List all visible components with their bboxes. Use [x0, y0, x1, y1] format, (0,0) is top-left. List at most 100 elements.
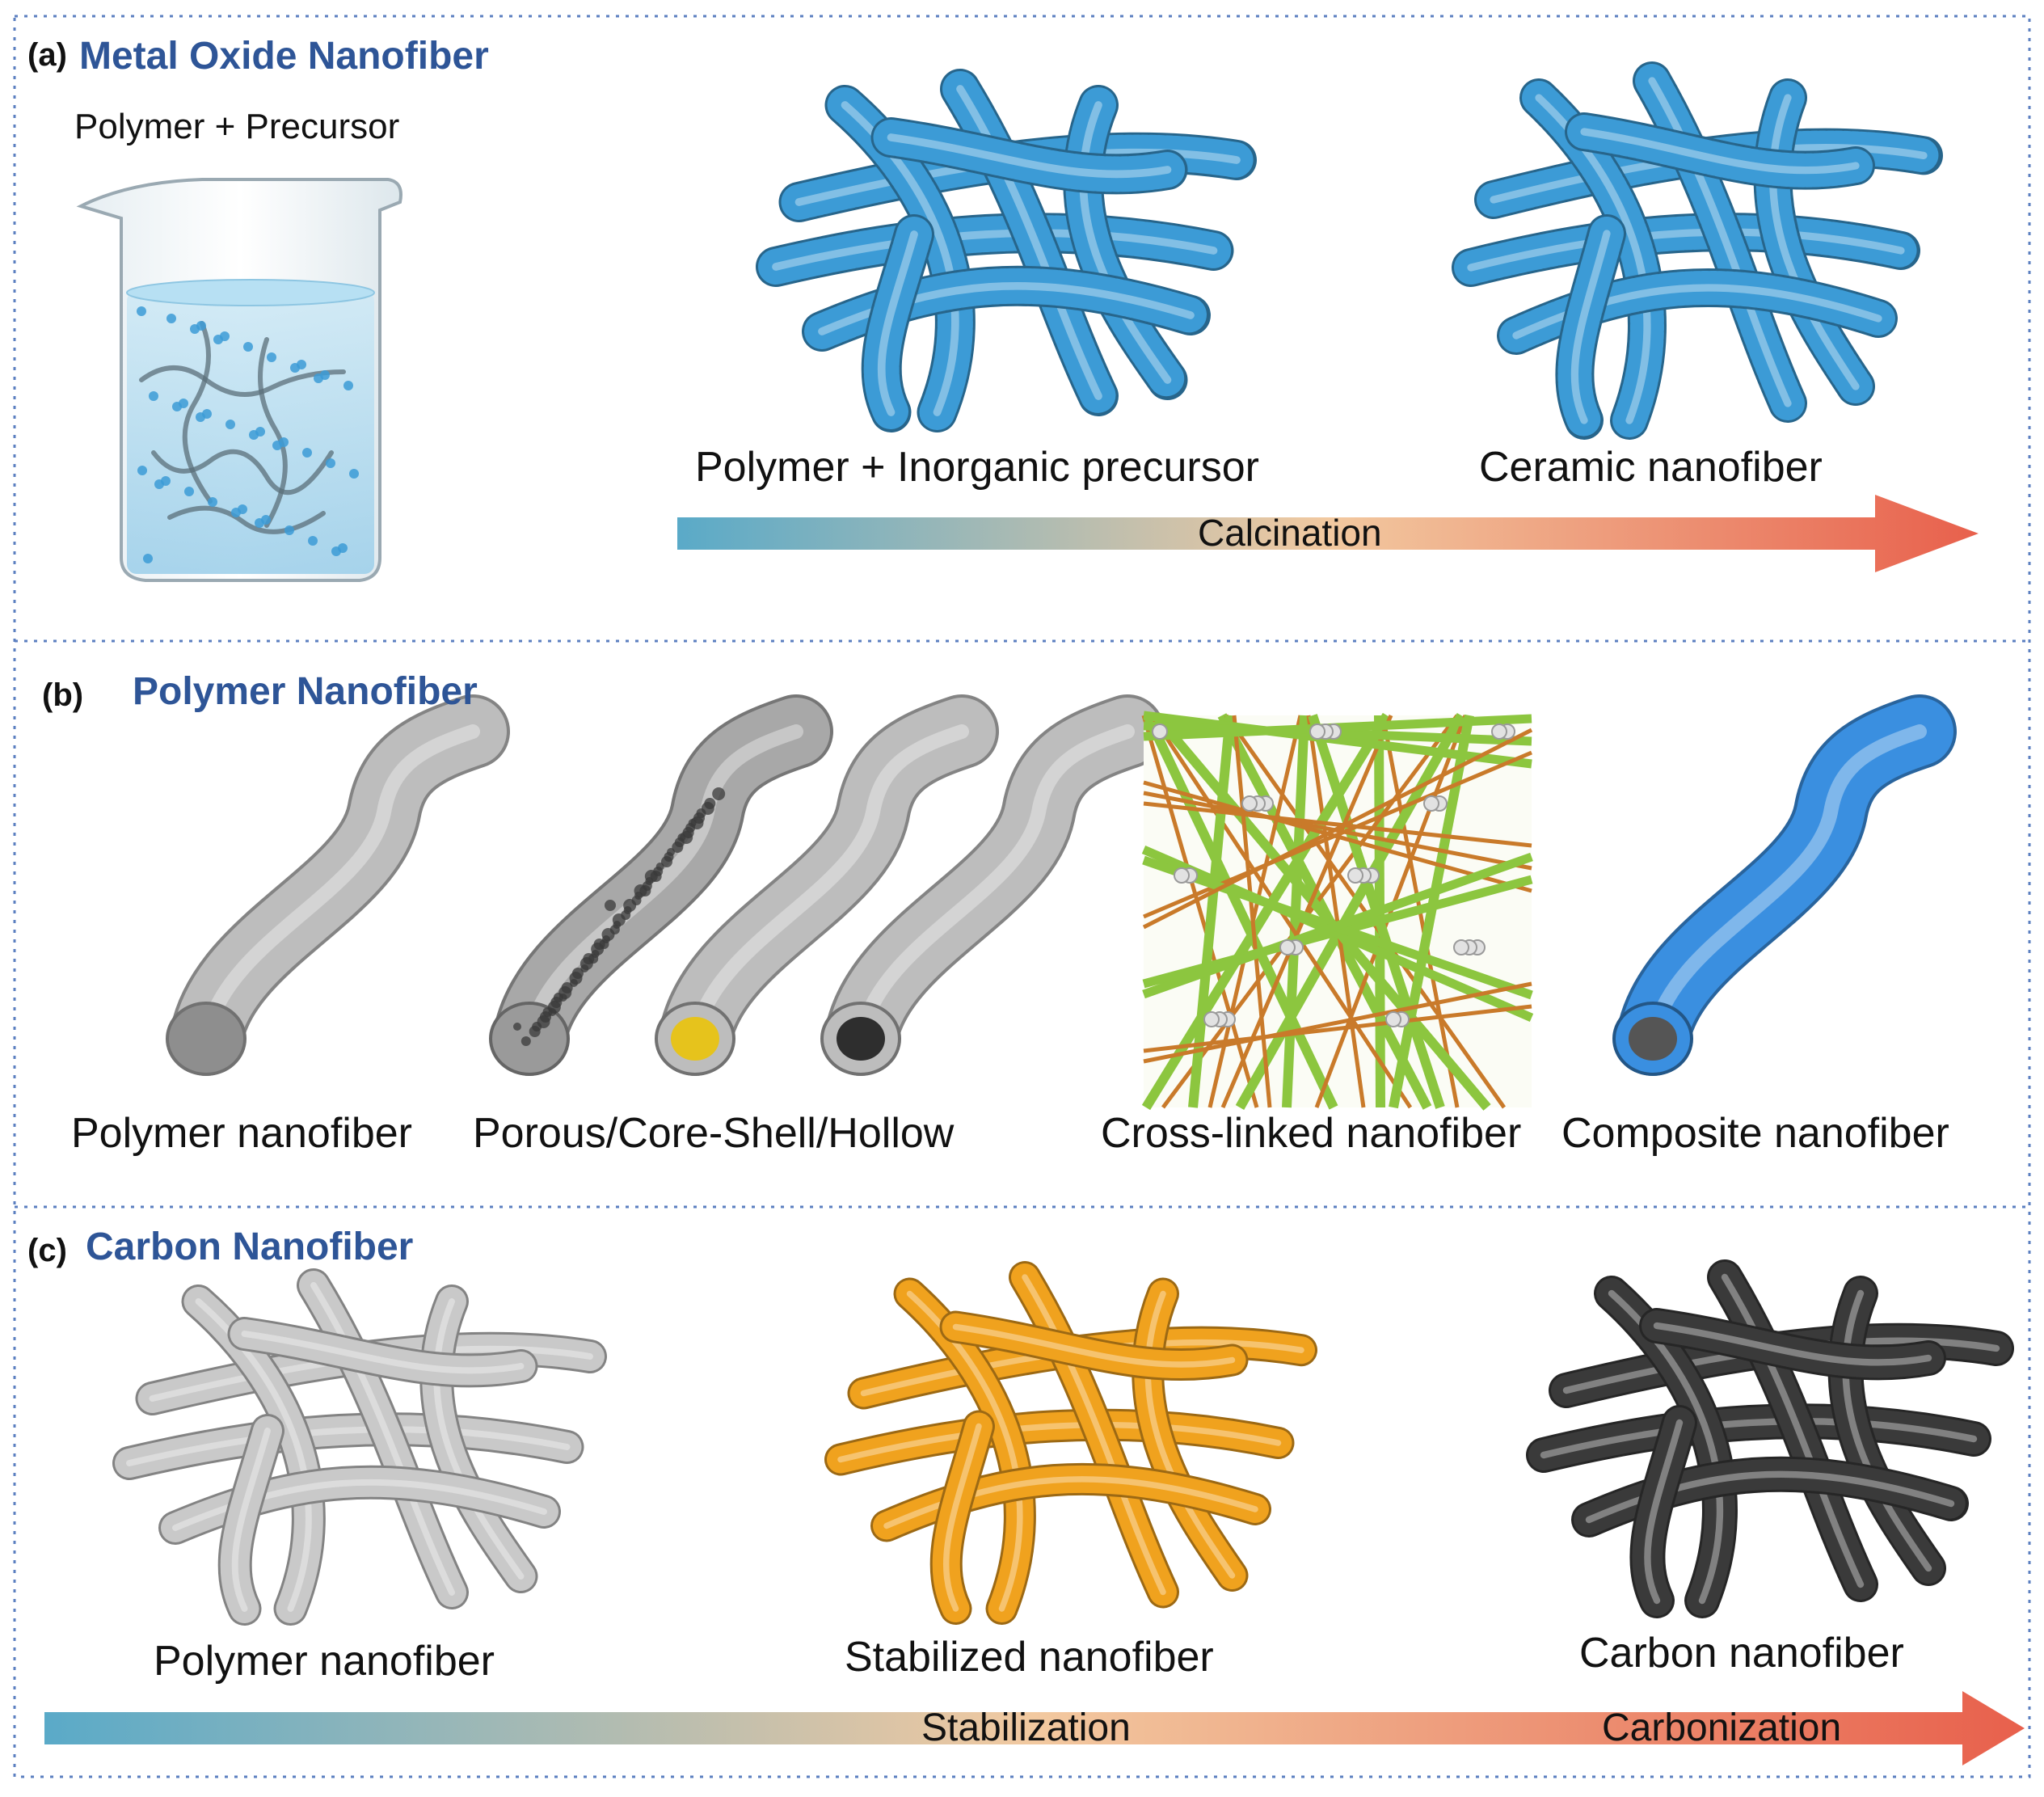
pore [644, 870, 658, 883]
pore [553, 993, 563, 1002]
fiber-strand-highlight [1653, 1322, 1932, 1366]
pore [655, 863, 664, 871]
beaker [76, 178, 402, 582]
network-strand [1143, 1004, 1532, 1053]
caption-carbon-nanofiber: Carbon nanofiber [1579, 1630, 1904, 1677]
fiber-strand-highlight [172, 1479, 547, 1531]
precursor-dot [302, 448, 312, 458]
precursor-dot [166, 314, 176, 323]
fiber-strand-highlight [310, 1282, 455, 1596]
pore [605, 900, 616, 911]
precursor-dot [196, 321, 206, 331]
core-shell-fiber-highlight [688, 724, 969, 1046]
network-strand [1143, 750, 1532, 919]
precursor-dot [161, 476, 171, 486]
caption-cross-linked-nanofiber: Cross-linked nanofiber [1101, 1110, 1522, 1157]
fiber-strand-highlight [952, 1323, 1236, 1368]
pore [601, 928, 615, 941]
composite-fiber-end-core [1629, 1017, 1677, 1061]
fiber-strand-highlight [433, 1298, 525, 1580]
network-strand [1143, 713, 1338, 1110]
pore [677, 833, 686, 842]
precursor-dot [202, 409, 212, 419]
precursor-dot [143, 554, 153, 563]
fiber-strand-highlight [1512, 284, 1882, 340]
calcination-arrow [677, 495, 1979, 572]
precursor-dot [179, 399, 188, 408]
precursor-dot [297, 360, 306, 369]
precursor-dot [279, 437, 289, 447]
arrow-label-calcination: Calcination [1198, 512, 1382, 554]
pore [704, 798, 716, 809]
network-strand [1142, 852, 1533, 999]
core-shell-fiber-end-core [671, 1017, 719, 1061]
pore [667, 848, 675, 856]
network-strand [1143, 801, 1532, 848]
network-strand [1142, 728, 1533, 930]
carbon-cluster [1526, 1259, 2014, 1618]
precursor-dot [343, 381, 353, 390]
fiber-strand-highlight [231, 1428, 271, 1612]
caption-polymer-nanofiber-b: Polymer nanofiber [71, 1110, 412, 1157]
precursor-dot [149, 391, 158, 401]
cross-link-node [1309, 723, 1325, 740]
network-strand [1389, 714, 1474, 1109]
caption-polymer-inorganic: Polymer + Inorganic precursor [695, 444, 1259, 491]
arrow-label-stabilization: Stabilization [921, 1706, 1131, 1749]
pore [612, 913, 626, 926]
fiber-strand-highlight [887, 133, 1172, 179]
polymer-chain [151, 449, 334, 496]
pore [712, 787, 726, 800]
precursor-dot [137, 466, 147, 475]
precursor-dot [225, 420, 235, 429]
network-strand [1306, 715, 1366, 1108]
network-strand [1143, 981, 1532, 1064]
precursor-dot [338, 543, 348, 553]
network-strand [1235, 713, 1466, 1110]
beaker-label: Polymer + Precursor [74, 107, 400, 146]
polymer-chain [258, 337, 288, 528]
pore [532, 1022, 542, 1031]
pore [520, 1036, 531, 1046]
network-strand [1188, 715, 1235, 1108]
fiber-strand-highlight [1721, 1273, 1865, 1588]
precursor-dot [184, 487, 194, 496]
cross-link-node [1347, 867, 1363, 884]
fiber-strand-highlight [883, 1476, 1258, 1529]
polymer-chain [167, 505, 326, 534]
network-strand [1143, 711, 1532, 769]
figure-border [13, 15, 2031, 1778]
fiber-strand-highlight [1842, 1289, 1932, 1572]
fiber-strand-highlight [943, 1423, 982, 1612]
panel-a-title: Metal Oxide Nanofiber [79, 35, 489, 78]
panel-c-letter: (c) [27, 1233, 67, 1268]
precursor-dot [238, 504, 247, 514]
cross-link-node [1174, 867, 1190, 884]
precursor-dot [137, 306, 146, 316]
pore [572, 968, 584, 979]
network-strand [1314, 715, 1468, 1108]
caption-composite-nanofiber: Composite nanofiber [1561, 1110, 1949, 1157]
composite-fiber-highlight [1646, 724, 1927, 1046]
fiber-strand-highlight [1644, 1419, 1684, 1605]
fiber-strand-highlight [1144, 1290, 1236, 1579]
pore [634, 884, 647, 897]
panel-a-letter: (a) [27, 37, 67, 73]
polymer-inorganic-cluster [756, 69, 1257, 432]
cross-link-node [1279, 939, 1296, 955]
precursor-dot [308, 536, 318, 546]
caption-stabilized-nanofiber: Stabilized nanofiber [845, 1634, 1214, 1681]
network-strand [1141, 712, 1392, 1111]
caption-porous-core-shell-hollow: Porous/Core-Shell/Hollow [473, 1110, 955, 1157]
polymer-chain [182, 321, 213, 504]
cross-link-node [1491, 723, 1507, 740]
precursor-dot [326, 458, 335, 468]
fiber-strand-highlight [1768, 94, 1860, 390]
pore [593, 939, 605, 950]
fiber-strand-highlight [956, 85, 1102, 400]
fiber-strand-highlight [1540, 1418, 1978, 1459]
precursor-dot [261, 515, 271, 525]
fiber-strand-highlight [772, 229, 1218, 271]
pore [688, 819, 697, 827]
